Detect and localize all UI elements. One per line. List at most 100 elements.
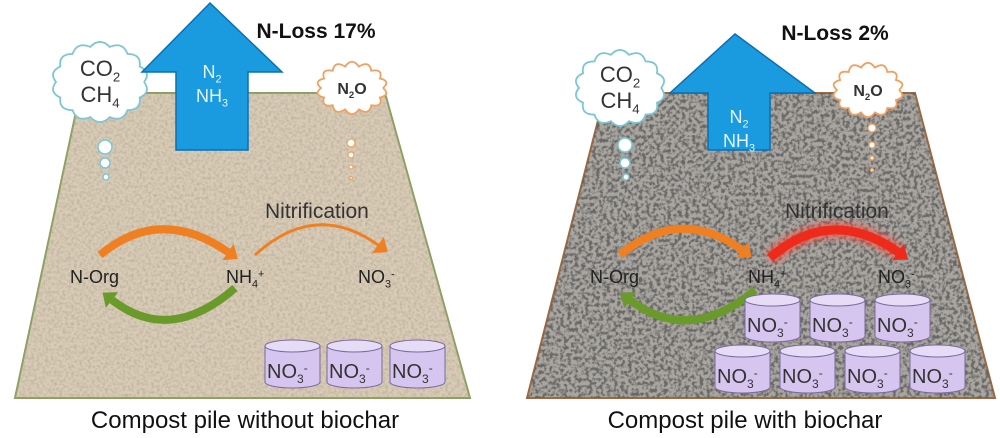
- cylinder-label: NO3-: [877, 315, 918, 340]
- arrow-nh3-label: NH3: [196, 86, 228, 110]
- bubble: [346, 138, 356, 148]
- n-org-label: N-Org: [70, 267, 119, 287]
- panel-caption: Compost pile without biochar: [91, 407, 399, 434]
- nitrate-cylinder: NO3-: [909, 344, 966, 394]
- cylinder-label: NO3-: [329, 361, 370, 386]
- bubble: [102, 173, 110, 181]
- nitrification-label: Nitrification: [265, 200, 369, 223]
- bubble: [619, 157, 631, 169]
- nitrification-arrow: [253, 223, 388, 257]
- cylinder-body: [809, 300, 866, 343]
- n-loss-arrow: [140, 1, 284, 151]
- cylinder-body: [844, 351, 901, 394]
- cylinder-body: [389, 346, 446, 389]
- cylinder-top: [326, 339, 383, 353]
- cloud-n2o-label: N2O: [853, 83, 882, 103]
- nitrate-cylinder: NO3-: [389, 339, 446, 389]
- arrow-head: [102, 292, 119, 308]
- cylinder-label: NO3-: [747, 315, 788, 340]
- cylinder-top: [714, 344, 771, 358]
- cylinder-label: NO3-: [717, 366, 758, 391]
- mineralization-arrow: [97, 225, 238, 261]
- cylinder-top: [909, 344, 966, 358]
- panel-caption: Compost pile with biochar: [608, 407, 883, 434]
- cylinder-top: [744, 293, 801, 307]
- bubble: [97, 139, 113, 155]
- co2-ch4-cloud: [575, 49, 665, 127]
- cloud-co2-label: CO2: [80, 56, 120, 85]
- cloud-co2-label: CO2: [600, 62, 640, 91]
- cylinder-body: [714, 351, 771, 394]
- pile-texture: [15, 93, 470, 398]
- mineralization-arrow: [617, 224, 752, 259]
- nh4-label: NH4+: [748, 267, 786, 291]
- cloud-ch4-label: CH4: [80, 82, 119, 111]
- arrow-n2-label: N2: [202, 62, 221, 86]
- cloud-ch4-label: CH4: [600, 88, 639, 117]
- cylinder-body: [744, 300, 801, 343]
- nitrate-cylinder: NO3-: [809, 293, 866, 343]
- arrow-head: [372, 236, 388, 254]
- bubble: [617, 137, 633, 153]
- arrow-shaft: [617, 224, 745, 259]
- arrow-head: [620, 292, 636, 308]
- arrow-head: [222, 243, 238, 261]
- immobilization-arrow: [620, 286, 758, 325]
- cylinder-top: [264, 339, 321, 353]
- nitrification-arrow: [764, 221, 908, 265]
- cylinder-top: [389, 339, 446, 353]
- cylinder-label: NO3-: [782, 366, 823, 391]
- arrow-head: [892, 243, 908, 261]
- arrow-shaft: [97, 225, 231, 259]
- arrow-n2-label: N2: [729, 107, 748, 131]
- cylinder-top: [809, 293, 866, 307]
- bubble: [867, 123, 877, 133]
- nitrate-cylinder: NO3-: [744, 293, 801, 343]
- co2-ch4-cloud: [52, 41, 148, 123]
- arrow-shaft: [109, 284, 238, 324]
- n-org-label: N-Org: [590, 267, 639, 287]
- cylinder-label: NO3-: [267, 361, 308, 386]
- cylinder-top: [779, 344, 836, 358]
- bubble: [869, 155, 875, 161]
- cylinder-body: [779, 351, 836, 394]
- cylinder-label: NO3-: [392, 361, 433, 386]
- arrow-nh3-label: NH3: [723, 131, 755, 155]
- no3-label: NO3-: [878, 267, 915, 291]
- nitrate-cylinder: NO3-: [779, 344, 836, 394]
- nh4-label: NH4+: [226, 267, 264, 291]
- bubble: [99, 157, 111, 169]
- cylinder-top: [874, 293, 931, 307]
- arrow-shaft: [627, 286, 758, 325]
- arrow-shaft: [767, 225, 901, 262]
- no3-label: NO3-: [358, 267, 395, 291]
- n2o-cloud: [316, 60, 388, 116]
- arrow-head: [736, 241, 752, 259]
- n2o-cloud: [832, 61, 904, 119]
- cylinder-label: NO3-: [847, 366, 888, 391]
- cylinder-body: [264, 346, 321, 389]
- nitrate-cylinder: NO3-: [874, 293, 931, 343]
- nitrate-cylinder: NO3-: [844, 344, 901, 394]
- bubble: [348, 164, 354, 170]
- cylinder-body: [326, 346, 383, 389]
- cylinder-top: [844, 344, 901, 358]
- nitrification-label: Nitrification: [785, 200, 889, 223]
- immobilization-arrow: [102, 284, 238, 324]
- cloud-n2o-label: N2O: [337, 81, 366, 101]
- n-loss-label: N-Loss 2%: [781, 22, 889, 45]
- bubble: [868, 141, 876, 149]
- cylinder-body: [874, 300, 931, 343]
- n-loss-label: N-Loss 17%: [256, 20, 375, 43]
- nitrate-cylinder: NO3-: [264, 339, 321, 389]
- bubble: [622, 173, 630, 181]
- n-loss-arrow: [668, 33, 818, 151]
- bubble: [347, 151, 355, 159]
- cylinder-label: NO3-: [812, 315, 853, 340]
- nitrate-cylinder: NO3-: [714, 344, 771, 394]
- arrow-shaft: [253, 223, 379, 257]
- bubble: [869, 167, 875, 173]
